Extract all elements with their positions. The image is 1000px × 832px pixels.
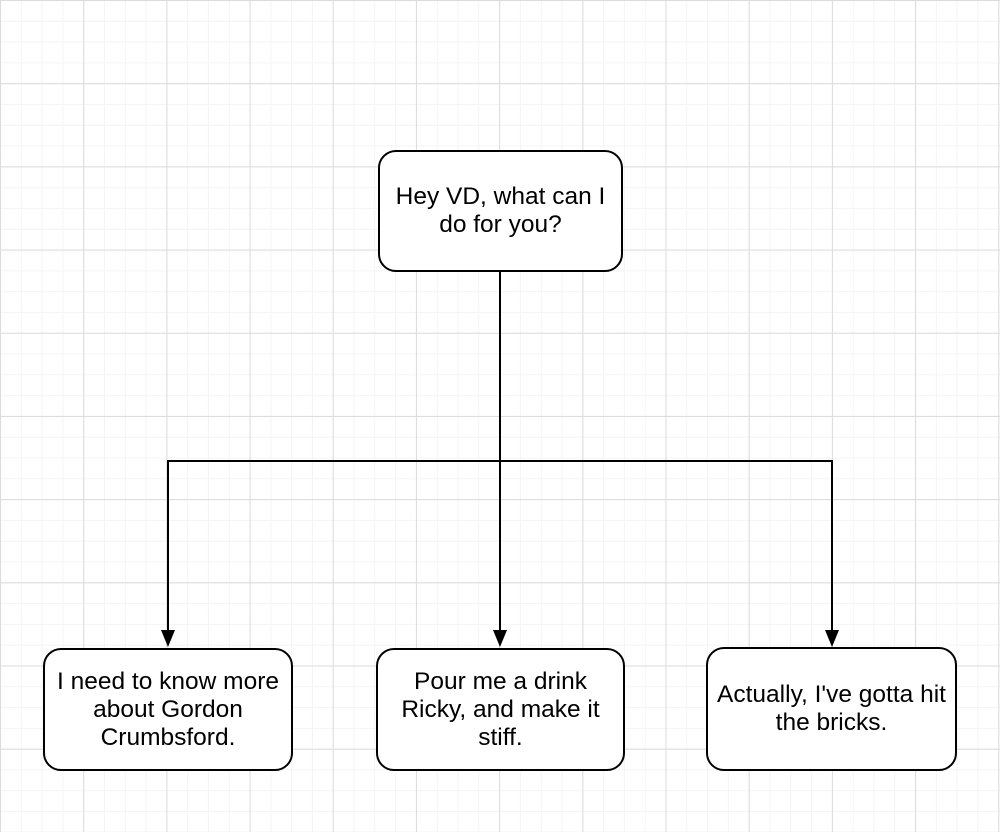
node-option-leave[interactable]: Actually, I've gotta hit the bricks.	[706, 647, 957, 771]
arrowhead-down-right-icon	[825, 630, 839, 647]
node-option-gordon-label: I need to know more about Gordon Crumbsf…	[57, 667, 279, 751]
node-option-drink-label: Pour me a drink Ricky, and make it stiff…	[401, 667, 600, 751]
connector-root-to-middle[interactable]	[499, 272, 501, 634]
node-root-question[interactable]: Hey VD, what can I do for you?	[378, 150, 623, 272]
node-option-gordon[interactable]: I need to know more about Gordon Crumbsf…	[43, 648, 293, 771]
node-option-leave-label: Actually, I've gotta hit the bricks.	[717, 681, 946, 736]
arrowhead-down-middle-icon	[493, 630, 507, 647]
node-root-question-label: Hey VD, what can I do for you?	[395, 183, 606, 238]
connector-drop-right[interactable]	[831, 461, 833, 634]
connector-branch-bar[interactable]	[167, 460, 833, 462]
arrowhead-down-left-icon	[161, 630, 175, 647]
connector-drop-left[interactable]	[167, 461, 169, 634]
node-option-drink[interactable]: Pour me a drink Ricky, and make it stiff…	[376, 648, 625, 771]
